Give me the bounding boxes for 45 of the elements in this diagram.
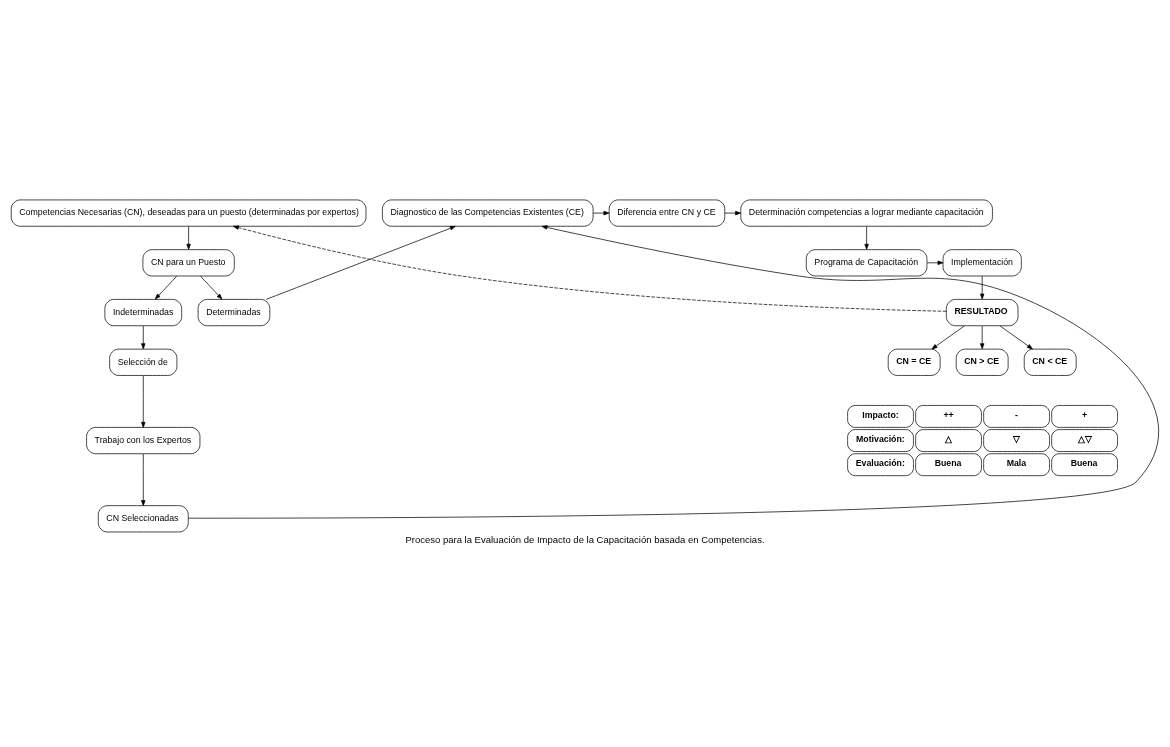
arrow [141, 374, 146, 428]
label: Mala [1006, 457, 1027, 468]
node-box: Competencias Necesarias (CN), deseadas para un puesto (determinadas por expertos) [10, 199, 367, 227]
node-box: Determinación competencias a lograr mediante capacitación [740, 199, 993, 227]
label: + [1082, 409, 1088, 420]
arrow [233, 225, 947, 312]
arrow [265, 225, 456, 300]
node-box: Implementación [942, 248, 1022, 276]
arrow [200, 275, 223, 299]
arrow [186, 225, 191, 250]
label: Buena [934, 457, 962, 468]
arrow [154, 275, 178, 299]
node-box: CN < CE [1023, 348, 1077, 376]
node-box: Determinadas [197, 298, 271, 326]
node-box: RESULTADO [946, 298, 1019, 326]
arrow [141, 453, 146, 506]
label: ++ [943, 409, 954, 420]
arrow [999, 325, 1033, 349]
label: Motivación: [856, 433, 905, 444]
node-box: CN > CE [955, 348, 1009, 376]
label: Impacto: [862, 409, 899, 420]
label: Buena [1070, 457, 1098, 468]
label: △ [944, 433, 952, 444]
arrow [980, 325, 985, 349]
arrow [141, 325, 146, 349]
node-box: Selección de [109, 348, 178, 376]
node-box: CN Seleccionadas [97, 504, 189, 532]
arrow [931, 325, 965, 349]
label: - [1015, 409, 1019, 420]
node-box: Diferencia entre CN y CE [608, 199, 726, 227]
node-box: CN para un Puesto [142, 248, 235, 276]
node-box: Indeterminadas [104, 298, 183, 326]
caption: Proceso para la Evaluación de Impacto de la Capacitación basada en Competencias. [405, 533, 765, 545]
arrow [980, 275, 985, 299]
node-box: Programa de Capacitación [805, 248, 928, 276]
arrow [724, 210, 741, 215]
arrow [592, 210, 610, 215]
arrow [188, 224, 1160, 519]
label: △▽ [1077, 433, 1092, 444]
label: ▽ [1012, 433, 1020, 444]
arrow [864, 225, 869, 250]
arrow [926, 260, 944, 265]
label: Evaluación: [855, 457, 905, 468]
node-box: Trabajo con los Expertos [86, 426, 201, 454]
node-box: CN = CE [887, 348, 941, 376]
